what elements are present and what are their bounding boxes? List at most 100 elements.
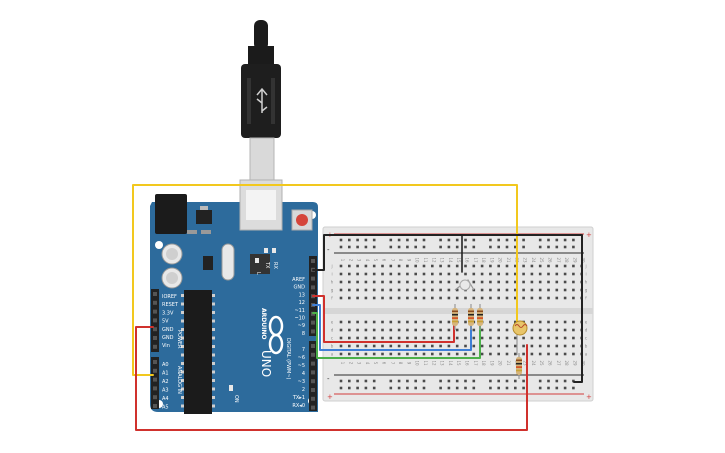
breadboard-hole[interactable] <box>538 328 542 332</box>
breadboard-hole[interactable] <box>464 336 467 340</box>
breadboard-hole[interactable] <box>489 245 492 249</box>
breadboard-hole[interactable] <box>447 336 451 340</box>
breadboard-hole[interactable] <box>497 296 500 300</box>
header-hole[interactable] <box>153 377 157 382</box>
breadboard-hole[interactable] <box>555 336 559 340</box>
breadboard-hole[interactable] <box>547 272 550 276</box>
header-hole[interactable] <box>311 352 315 357</box>
breadboard-hole[interactable] <box>514 280 517 284</box>
breadboard-hole[interactable] <box>572 288 575 292</box>
wire-yellow-a0-to-photoresistor[interactable] <box>132 184 518 376</box>
breadboard-hole[interactable] <box>447 238 451 242</box>
breadboard-hole[interactable] <box>514 386 517 390</box>
breadboard-hole[interactable] <box>572 245 575 249</box>
breadboard-hole[interactable] <box>455 245 459 249</box>
breadboard-hole[interactable] <box>372 336 376 340</box>
breadboard-hole[interactable] <box>497 238 500 242</box>
breadboard-hole[interactable] <box>530 296 534 300</box>
breadboard-hole[interactable] <box>505 336 509 340</box>
breadboard-hole[interactable] <box>406 336 409 340</box>
breadboard-hole[interactable] <box>381 336 384 340</box>
breadboard-hole[interactable] <box>489 272 492 276</box>
breadboard-hole[interactable] <box>538 296 542 300</box>
breadboard-hole[interactable] <box>364 245 368 249</box>
breadboard-hole[interactable] <box>439 379 442 383</box>
breadboard-hole[interactable] <box>563 280 567 284</box>
breadboard-hole[interactable] <box>356 272 359 276</box>
breadboard-hole[interactable] <box>489 344 492 348</box>
breadboard-hole[interactable] <box>439 386 442 390</box>
breadboard-hole[interactable] <box>555 280 559 284</box>
header-hole[interactable] <box>311 344 315 348</box>
breadboard-hole[interactable] <box>572 336 575 340</box>
breadboard-hole[interactable] <box>497 344 500 348</box>
breadboard-hole[interactable] <box>348 280 351 284</box>
breadboard-hole[interactable] <box>431 296 434 300</box>
breadboard-hole[interactable] <box>389 344 393 348</box>
breadboard-hole[interactable] <box>514 320 517 324</box>
breadboard-hole[interactable] <box>563 296 567 300</box>
breadboard-hole[interactable] <box>348 288 351 292</box>
breadboard-hole[interactable] <box>572 296 575 300</box>
breadboard-hole[interactable] <box>356 379 359 383</box>
breadboard-hole[interactable] <box>522 272 525 276</box>
breadboard-hole[interactable] <box>439 336 442 340</box>
breadboard-hole[interactable] <box>514 296 517 300</box>
breadboard-hole[interactable] <box>522 352 525 356</box>
breadboard-hole[interactable] <box>563 320 567 324</box>
breadboard-hole[interactable] <box>397 296 401 300</box>
breadboard-hole[interactable] <box>522 288 525 292</box>
breadboard-hole[interactable] <box>422 352 426 356</box>
breadboard-hole[interactable] <box>555 379 559 383</box>
breadboard-hole[interactable] <box>414 238 417 242</box>
breadboard-hole[interactable] <box>389 328 393 332</box>
breadboard-hole[interactable] <box>348 272 351 276</box>
breadboard-hole[interactable] <box>505 280 509 284</box>
breadboard-hole[interactable] <box>397 288 401 292</box>
breadboard-hole[interactable] <box>497 264 500 268</box>
breadboard-hole[interactable] <box>397 336 401 340</box>
breadboard-hole[interactable] <box>489 352 492 356</box>
breadboard-hole[interactable] <box>547 245 550 249</box>
breadboard-hole[interactable] <box>381 320 384 324</box>
breadboard-hole[interactable] <box>505 272 509 276</box>
breadboard-hole[interactable] <box>414 336 417 340</box>
breadboard-hole[interactable] <box>348 386 351 390</box>
breadboard-hole[interactable] <box>439 320 442 324</box>
breadboard-hole[interactable] <box>356 238 359 242</box>
breadboard-hole[interactable] <box>472 280 476 284</box>
wire-red-5v-to-photoresistor-resistor[interactable] <box>135 326 528 431</box>
breadboard-hole[interactable] <box>555 288 559 292</box>
breadboard-hole[interactable] <box>381 344 384 348</box>
breadboard-hole[interactable] <box>406 352 409 356</box>
breadboard-hole[interactable] <box>464 296 467 300</box>
breadboard-hole[interactable] <box>414 245 417 249</box>
header-hole[interactable] <box>153 292 157 296</box>
breadboard-hole[interactable] <box>572 272 575 276</box>
breadboard-hole[interactable] <box>563 344 567 348</box>
breadboard-hole[interactable] <box>422 386 426 390</box>
breadboard-hole[interactable] <box>422 379 426 383</box>
breadboard-hole[interactable] <box>439 264 442 268</box>
breadboard-hole[interactable] <box>414 352 417 356</box>
header-hole[interactable] <box>153 386 157 391</box>
breadboard-hole[interactable] <box>364 238 368 242</box>
breadboard-hole[interactable] <box>447 320 451 324</box>
breadboard-hole[interactable] <box>455 379 459 383</box>
breadboard-hole[interactable] <box>572 280 575 284</box>
breadboard-hole[interactable] <box>480 264 484 268</box>
breadboard-hole[interactable] <box>397 245 401 249</box>
header-hole[interactable] <box>311 259 315 263</box>
breadboard-hole[interactable] <box>455 238 459 242</box>
breadboard-hole[interactable] <box>422 344 426 348</box>
breadboard-hole[interactable] <box>414 272 417 276</box>
breadboard-hole[interactable] <box>530 352 534 356</box>
breadboard-hole[interactable] <box>431 352 434 356</box>
breadboard-hole[interactable] <box>389 245 393 249</box>
header-hole[interactable] <box>311 405 315 410</box>
breadboard-hole[interactable] <box>397 272 401 276</box>
breadboard-hole[interactable] <box>364 352 368 356</box>
breadboard-hole[interactable] <box>505 379 509 383</box>
breadboard-hole[interactable] <box>431 280 434 284</box>
breadboard-hole[interactable] <box>364 288 368 292</box>
